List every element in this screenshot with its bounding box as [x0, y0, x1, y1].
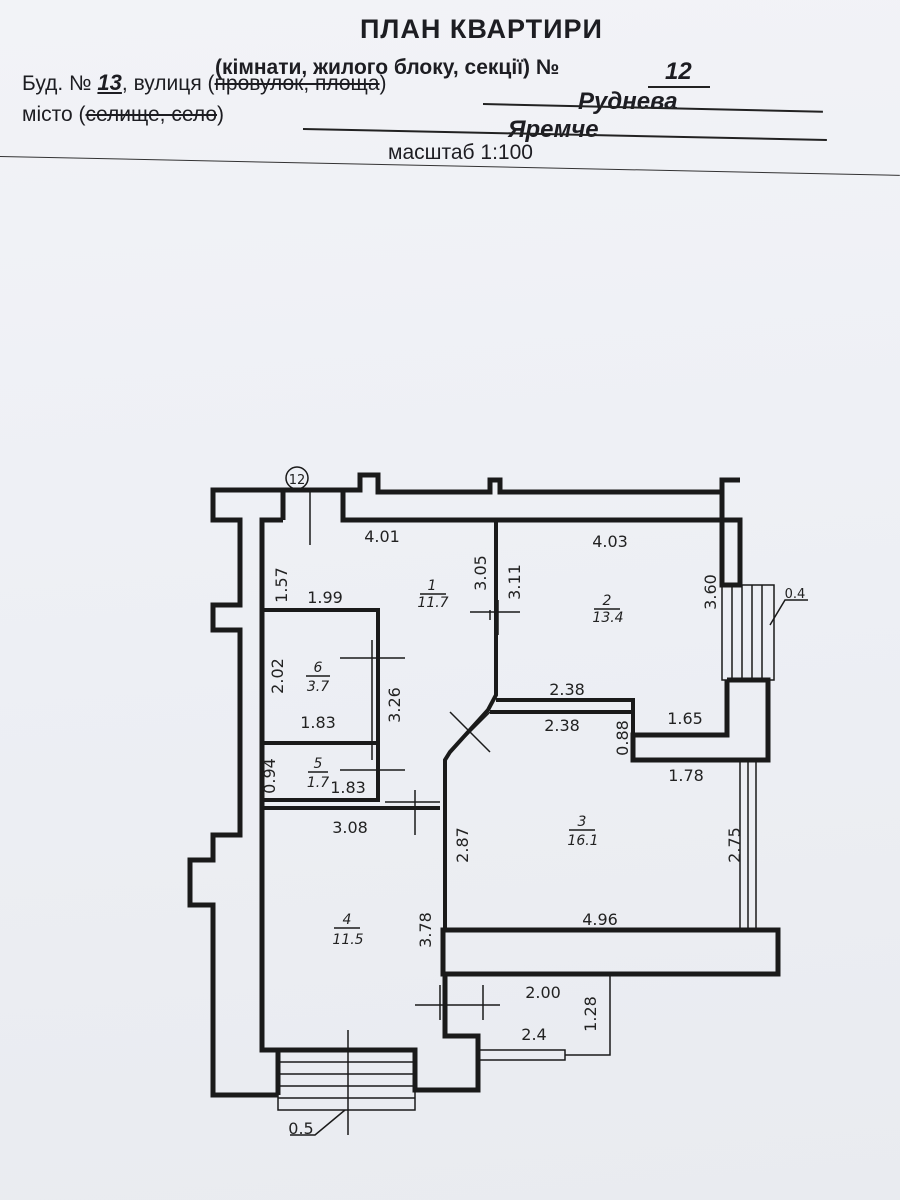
street-struck: провулок, площа [214, 72, 380, 95]
room-2-area: 13.4 [592, 610, 623, 626]
dim-2-02: 2.02 [268, 658, 287, 694]
dim-2-4: 2.4 [521, 1025, 546, 1044]
room-labels: 1 11.7 2 13.4 3 16.1 4 11.5 5 1.7 6 3.7 [306, 578, 624, 948]
subtitle-prefix: (кімнати, жилого блоку, секції) № [215, 56, 560, 79]
room-5-number: 5 [314, 756, 323, 772]
scale-label: масштаб 1:100 [388, 141, 533, 164]
left-inner-wall [259, 517, 283, 1053]
room-1-number: 1 [428, 578, 437, 594]
dim-3-05: 3.05 [471, 555, 490, 591]
dimension-labels: 4.01 4.03 1.57 3.05 3.11 3.60 0.4 1.99 2… [260, 527, 805, 1138]
room-4-number: 4 [343, 912, 352, 928]
dim-3-11: 3.11 [505, 564, 524, 600]
dim-2-87: 2.87 [453, 827, 472, 863]
room-6-number: 6 [314, 660, 323, 676]
dim-1-65: 1.65 [667, 709, 703, 728]
dim-2-00: 2.00 [525, 983, 561, 1002]
building-label: Буд. № [22, 72, 92, 95]
markers [309, 490, 520, 1020]
axis-marker-label: 12 [289, 473, 306, 488]
porch-outline [478, 1049, 566, 1061]
dim-0-94: 0.94 [260, 758, 279, 794]
porch-dim-line [565, 975, 611, 1056]
apartment-number: 12 [665, 58, 692, 85]
bottom-stairs [277, 975, 611, 1136]
room-6-area: 3.7 [307, 679, 329, 695]
partition-room2-bottom [496, 698, 635, 760]
document-subtitle: (кімнати, жилого блоку, секції) № [215, 56, 559, 80]
dim-3-26: 3.26 [385, 687, 404, 723]
building-number: 13 [97, 70, 122, 95]
room-4-area: 11.5 [332, 932, 363, 948]
city-label-open: місто ( [22, 103, 86, 126]
dim-1-57: 1.57 [272, 567, 291, 603]
dim-1-78: 1.78 [668, 766, 704, 785]
room-1-area: 11.7 [417, 595, 448, 611]
street-label-close: ) [379, 72, 387, 95]
street-value: Руднева [578, 88, 678, 115]
partitions [262, 520, 757, 930]
dim-1-99: 1.99 [307, 588, 343, 607]
dim-0-4: 0.4 [785, 587, 806, 602]
dim-2-38-b: 2.38 [544, 716, 580, 735]
document-title: ПЛАН КВАРТИРИ [360, 14, 603, 44]
dim-4-96: 4.96 [582, 910, 618, 929]
city-value: Яремче [508, 116, 599, 143]
apartment-number-line [648, 86, 710, 88]
dim-3-78: 3.78 [416, 912, 435, 948]
axis-circle [285, 466, 309, 490]
dim-0-88: 0.88 [613, 720, 632, 756]
dim-3-08: 3.08 [332, 818, 368, 837]
city-struck: селище, село [85, 103, 218, 126]
top-wall [283, 477, 743, 588]
room-3-number: 3 [578, 814, 587, 830]
axis-marker: 12 [285, 466, 309, 490]
dim-2-75: 2.75 [725, 827, 744, 863]
dim-0-5: 0.5 [288, 1119, 313, 1138]
room-2-number: 2 [603, 593, 612, 609]
right-stair-outline [721, 584, 775, 681]
dim-3-60: 3.60 [701, 574, 720, 610]
walls [187, 472, 781, 1098]
partition-room6 [262, 608, 380, 802]
bottom-balcony-slab [440, 927, 781, 977]
document-header: ПЛАН КВАРТИРИ (кімнати, жилого блоку, се… [0, 0, 900, 180]
bottom-left-wall [278, 974, 481, 1093]
room-5-area: 1.7 [307, 775, 329, 791]
dim-1-28: 1.28 [581, 996, 600, 1032]
stair-leader-bottom [290, 1109, 346, 1136]
city-line: місто (селище, село) [22, 103, 224, 127]
dim-2-38-a: 2.38 [549, 680, 585, 699]
dim-1-83-a: 1.83 [300, 713, 336, 732]
door-cross-b [449, 711, 491, 753]
dim-4-03: 4.03 [592, 532, 628, 551]
dim-1-83-b: 1.83 [330, 778, 366, 797]
address-line: Буд. № 13, вулиця (провулок, площа) [22, 70, 387, 96]
room-3-area: 16.1 [567, 833, 598, 849]
dim-4-01: 4.01 [364, 527, 400, 546]
left-outer-wall [187, 487, 286, 1098]
street-label-open: , вулиця ( [121, 72, 215, 95]
right-stairs [721, 584, 808, 681]
bottom-stair-outline [277, 1049, 416, 1111]
city-label-close: ) [217, 103, 225, 126]
stair-leader [769, 599, 808, 626]
top-wall-outer [343, 472, 722, 495]
